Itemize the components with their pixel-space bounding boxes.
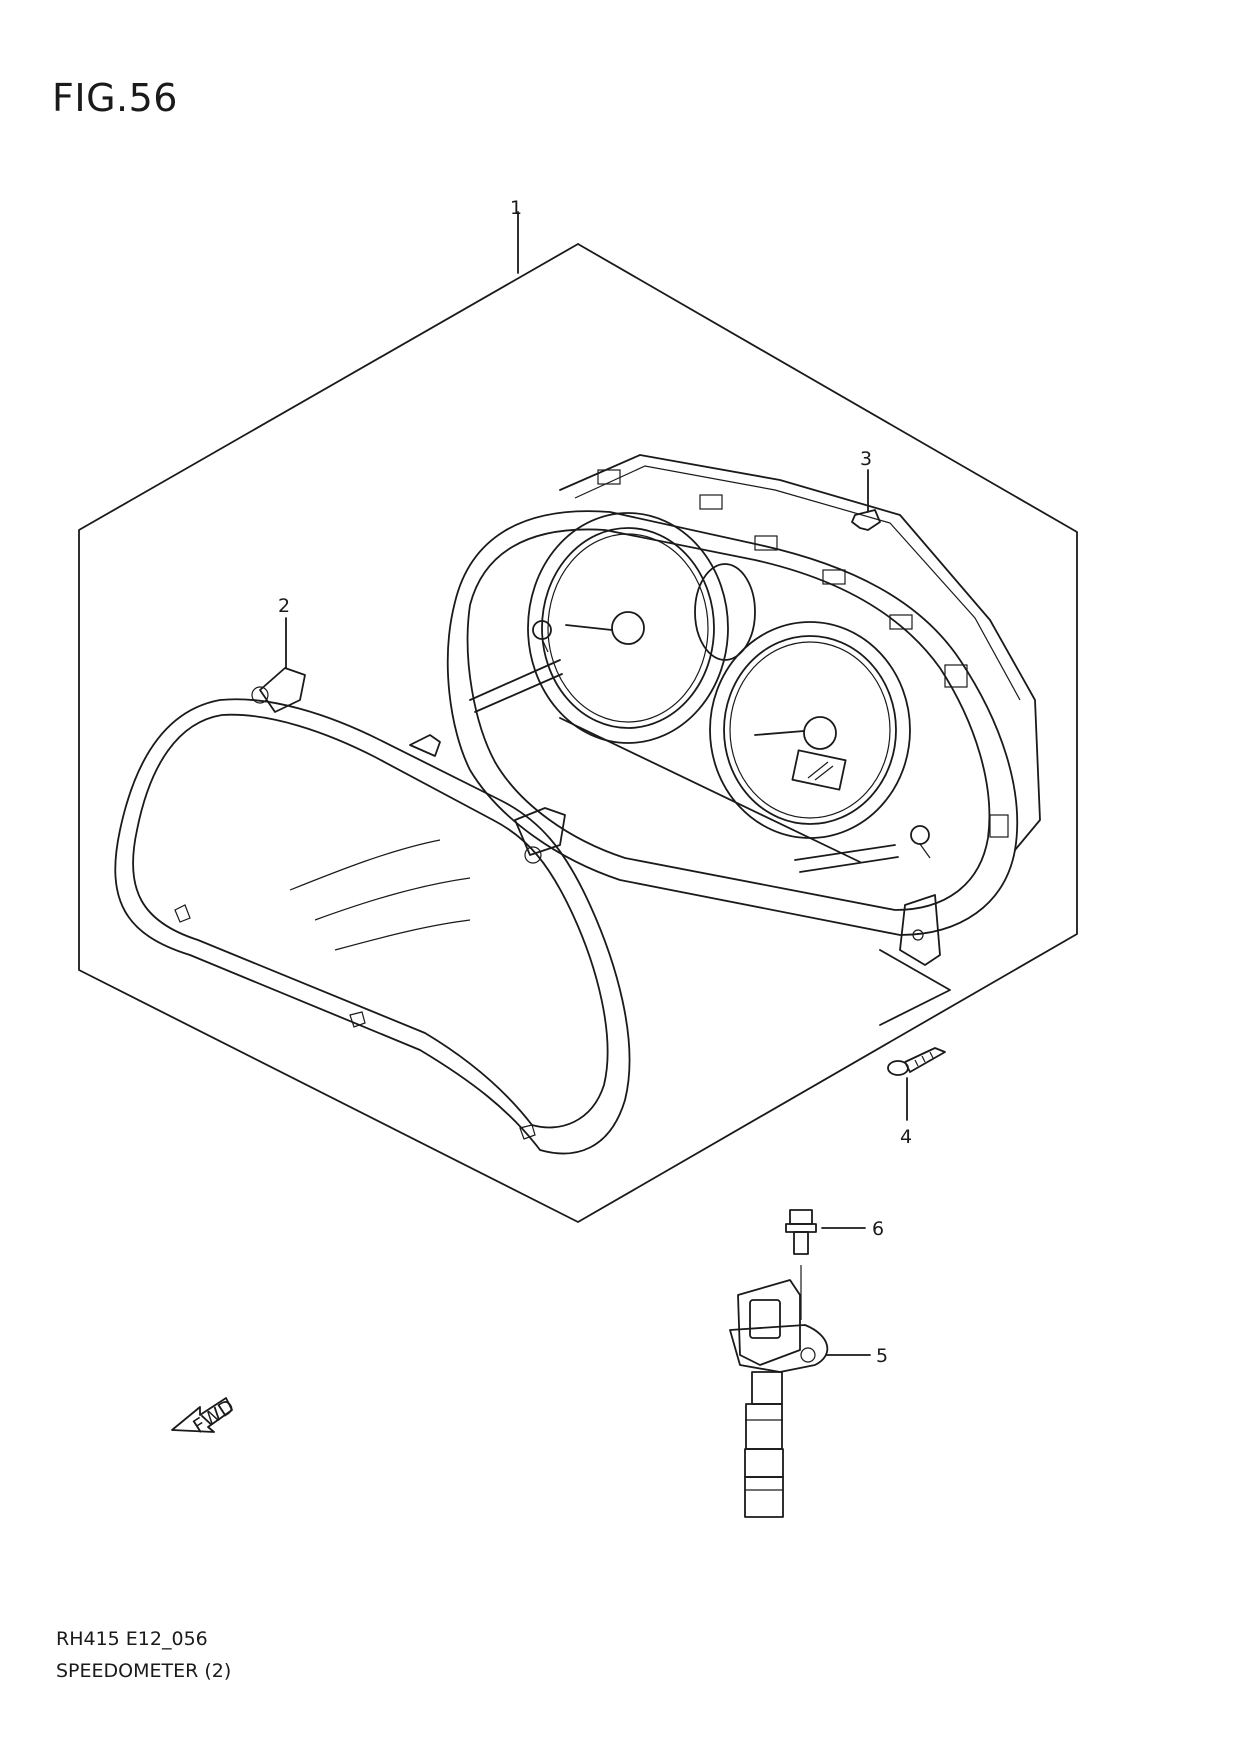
cluster-lens-drawing <box>114 617 631 1155</box>
screw-drawing <box>879 949 951 1121</box>
callout-6: 6 <box>872 1218 884 1240</box>
bolt-drawing <box>785 1209 866 1320</box>
callout-1: 1 <box>510 197 522 219</box>
assembly-outline <box>78 211 1078 1223</box>
figure-title: FIG.56 <box>52 76 178 120</box>
figure-name: SPEEDOMETER (2) <box>56 1660 232 1682</box>
figure-code: RH415 E12_056 <box>56 1628 208 1650</box>
instrument-cluster-drawing <box>446 454 1041 966</box>
callout-3: 3 <box>860 448 872 470</box>
clip-drawing <box>851 469 881 531</box>
speed-sensor-drawing <box>729 1279 871 1518</box>
forward-direction-marker: FWD <box>171 1395 238 1438</box>
callout-4: 4 <box>900 1126 912 1148</box>
callout-5: 5 <box>876 1345 888 1367</box>
callout-2: 2 <box>278 595 290 617</box>
